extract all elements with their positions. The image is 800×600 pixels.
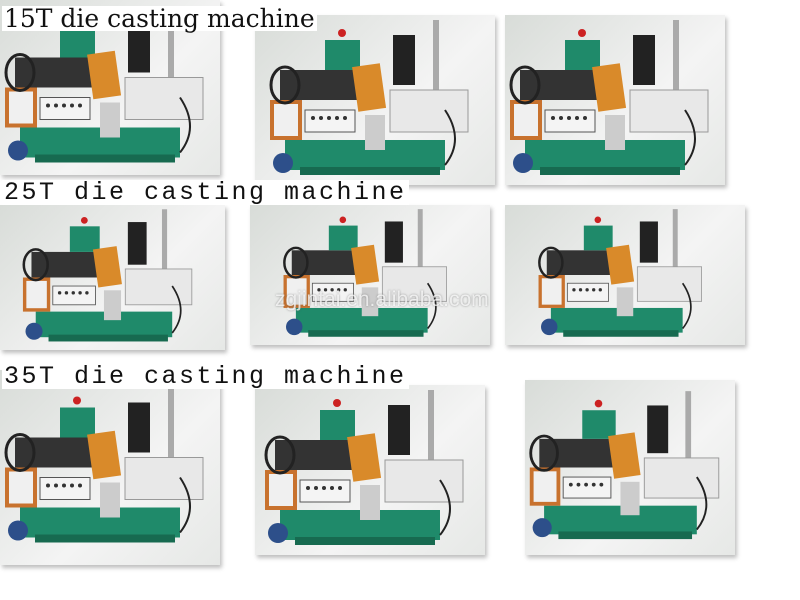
die-casting-machine-image (250, 205, 490, 345)
watermark: zgjintai.en.alibaba.com (275, 288, 489, 311)
die-casting-machine-image (255, 385, 485, 555)
machine-photo-25t-1 (0, 205, 225, 350)
machine-photo-15t-2 (255, 15, 495, 185)
die-casting-machine-image (0, 205, 225, 350)
die-casting-machine-image (0, 370, 220, 565)
title-25t: 25T die casting machine (2, 178, 409, 207)
die-casting-machine-image (505, 205, 745, 345)
machine-photo-15t-3 (505, 15, 725, 185)
title-15t: 15T die casting machine (2, 4, 317, 33)
title-35t: 35T die casting machine (2, 362, 409, 391)
machine-photo-25t-2 (250, 205, 490, 345)
machine-photo-35t-1 (0, 370, 220, 565)
die-casting-machine-image (505, 15, 725, 185)
machine-photo-35t-2 (255, 385, 485, 555)
die-casting-machine-image (255, 15, 495, 185)
machine-photo-25t-3 (505, 205, 745, 345)
die-casting-machine-image (525, 380, 735, 555)
machine-photo-35t-3 (525, 380, 735, 555)
